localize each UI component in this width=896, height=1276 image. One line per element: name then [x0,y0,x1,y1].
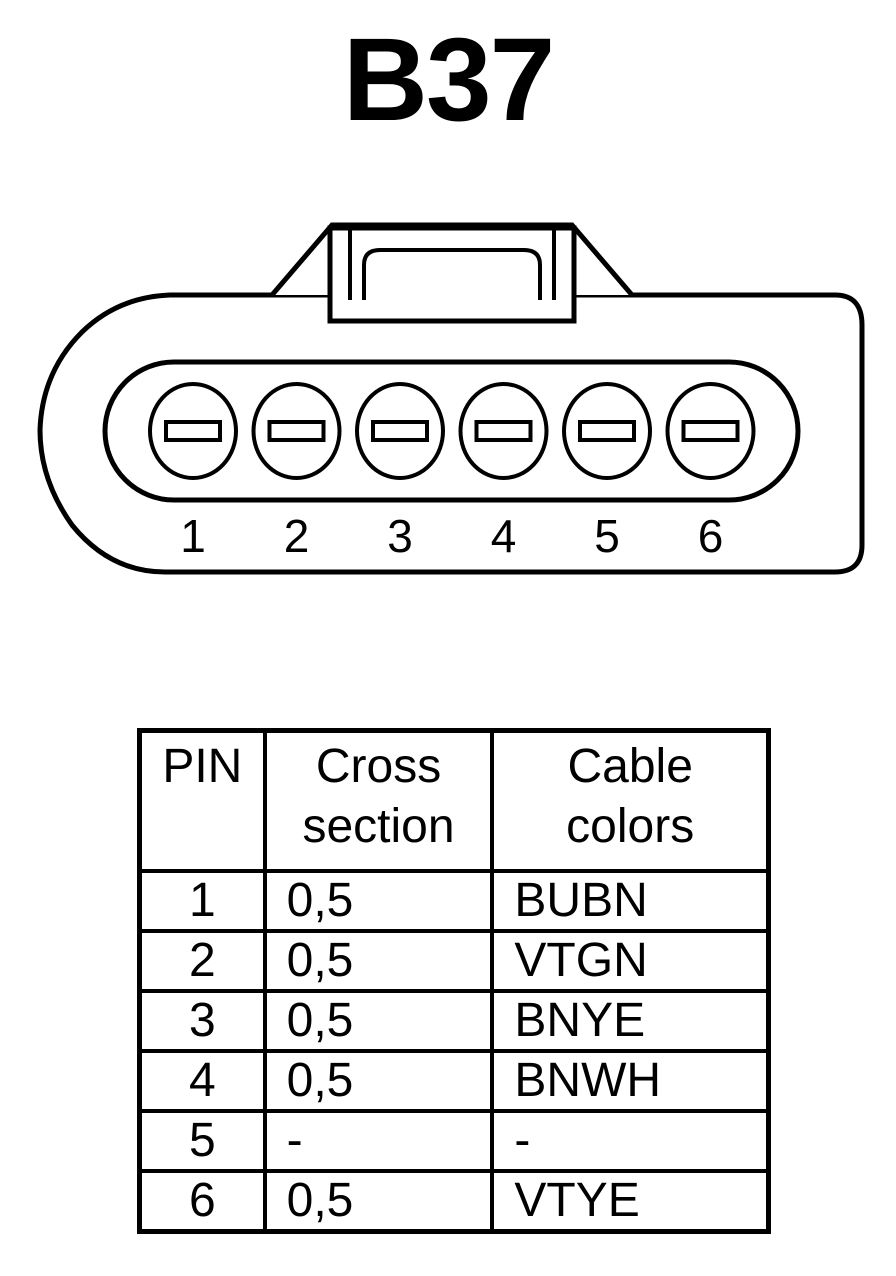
pin-contact [474,420,533,442]
pin-number-label: 4 [491,510,517,562]
pin-number-label: 2 [284,510,310,562]
cell-cross-section: 0,5 [262,1169,495,1234]
cell-cable-color: BNYE [490,989,771,1053]
cell-pin: 2 [137,929,267,993]
pin-number-label: 3 [387,510,413,562]
pin-contact [681,420,740,442]
latch-frame [327,225,577,324]
pin-4: 4 [458,382,549,562]
cell-cable-color: BNWH [490,1049,771,1113]
cell-pin: 3 [137,989,267,1053]
cell-cross-section: 0,5 [262,1049,495,1113]
header-pin: PIN [137,728,267,873]
cell-pin: 4 [137,1049,267,1113]
pin-number-label: 5 [594,510,620,562]
cell-cross-section: 0,5 [262,869,495,933]
pin-3: 3 [355,382,445,562]
cell-pin: 5 [137,1109,267,1173]
cell-cross-section: - [262,1109,495,1173]
cell-pin: 1 [137,869,267,933]
cell-cable-color: - [490,1109,771,1173]
cell-cross-section: 0,5 [262,929,495,993]
pins-group: 1 2 3 4 5 6 [148,382,756,562]
cell-cable-color: VTYE [490,1169,771,1234]
pin-contact [371,420,429,442]
pin-contact [578,420,636,442]
table-row: 5-- [137,1109,771,1173]
cell-cable-color: BUBN [490,869,771,933]
pin-contact [164,420,222,442]
pin-6: 6 [665,382,756,562]
pin-number-label: 6 [698,510,724,562]
pin-2: 2 [251,382,342,562]
pin-1: 1 [148,382,238,562]
pin-contact [267,420,326,442]
connector-title: B37 [342,14,555,146]
cell-cable-color: VTGN [490,929,771,993]
pin-5: 5 [562,382,652,562]
cell-cross-section: 0,5 [262,989,495,1053]
latch-window [362,248,542,300]
pin-number-label: 1 [180,510,206,562]
cell-pin: 6 [137,1169,267,1234]
connector-diagram: 1 2 3 4 5 6 [37,222,865,575]
